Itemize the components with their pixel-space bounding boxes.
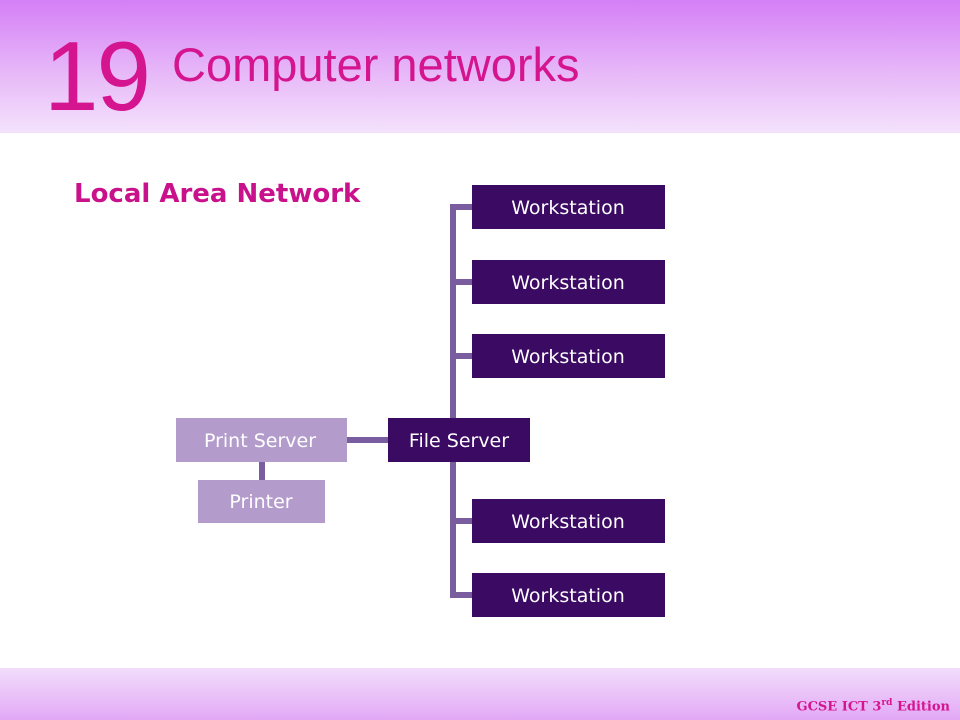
chapter-number: 19: [44, 21, 151, 131]
footer-text-sup: rd: [881, 697, 893, 708]
node-ws5-label: Workstation: [511, 585, 625, 607]
footer-edition: GCSE ICT 3rd Edition: [796, 698, 950, 714]
chapter-title: Computer networks: [172, 38, 580, 91]
node-ws5: Workstation: [472, 573, 665, 617]
slide-header: 19 Computer networks: [0, 0, 960, 133]
node-ws1-label: Workstation: [511, 197, 625, 219]
connectors: [259, 204, 475, 598]
node-file-server: File Server: [388, 418, 530, 462]
node-ws3-label: Workstation: [511, 346, 625, 368]
node-ws2: Workstation: [472, 260, 665, 304]
slide-footer: GCSE ICT 3rd Edition: [0, 668, 960, 720]
footer-text-prefix: GCSE ICT 3: [796, 699, 882, 714]
node-ws4: Workstation: [472, 499, 665, 543]
node-ws2-label: Workstation: [511, 272, 625, 294]
node-print-server-label: Print Server: [204, 430, 316, 452]
footer-text-suffix: Edition: [892, 699, 950, 714]
node-ws4-label: Workstation: [511, 511, 625, 533]
node-print-server: Print Server: [176, 418, 347, 462]
section-title: Local Area Network: [74, 179, 361, 209]
node-ws1: Workstation: [472, 185, 665, 229]
node-printer: Printer: [198, 480, 325, 523]
node-file-server-label: File Server: [409, 430, 509, 452]
node-printer-label: Printer: [229, 491, 292, 513]
node-ws3: Workstation: [472, 334, 665, 378]
